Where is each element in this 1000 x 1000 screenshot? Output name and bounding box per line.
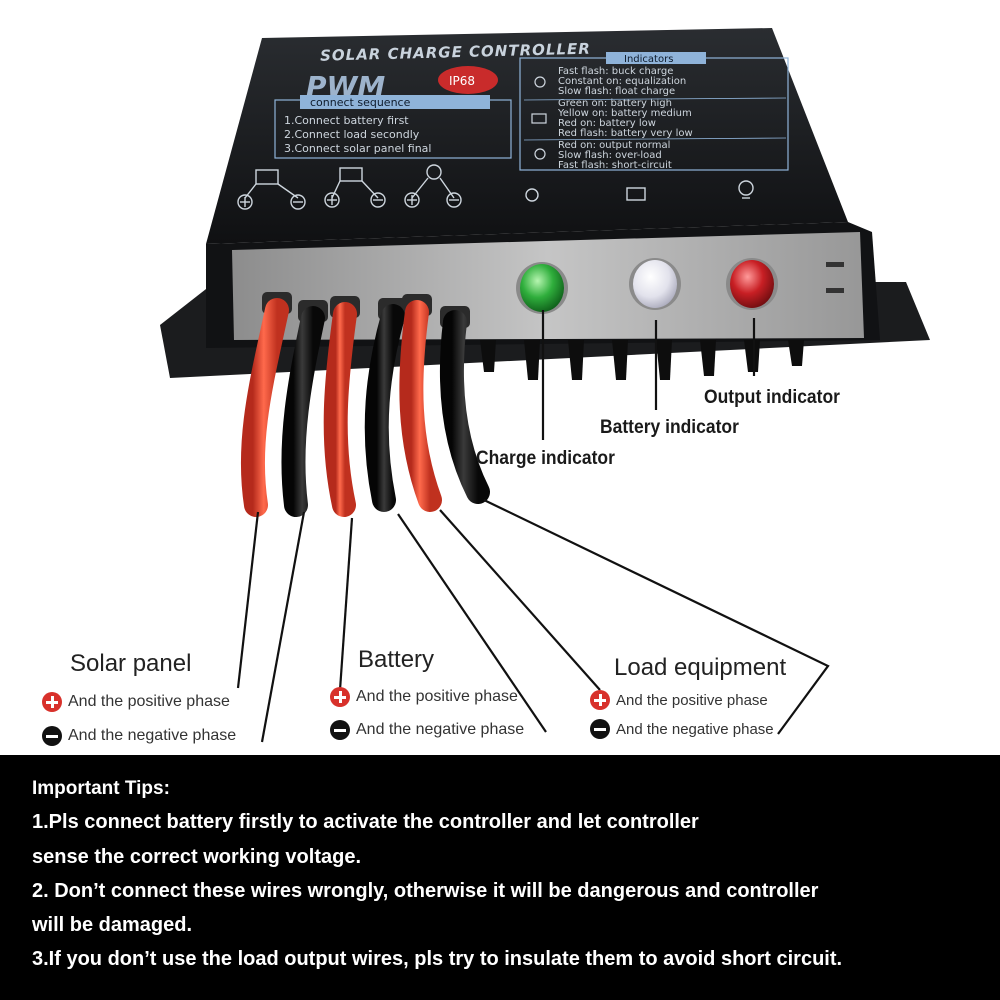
plus-icon (330, 687, 350, 707)
controller-top (206, 28, 848, 244)
battery-indicator-label: Battery indicator (600, 417, 739, 438)
battery-negative-row: And the negative phase (330, 720, 524, 740)
battery-led (629, 258, 681, 310)
battery-icon (531, 113, 547, 124)
ip68-badge (438, 66, 498, 94)
terminal-icons (244, 164, 455, 199)
important-tips-panel: Important Tips: 1.Pls connect battery fi… (0, 755, 1000, 1000)
rating-label: IP68 (449, 74, 475, 88)
minus-icon (290, 194, 306, 210)
charge-state: Constant on: equalization (558, 76, 686, 87)
solar-positive-wire (240, 298, 289, 517)
lamp-terminal-icon (426, 164, 442, 180)
minus-icon (370, 192, 386, 208)
tip-line: 2. Don’t connect these wires wrongly, ot… (32, 880, 819, 902)
indicators-header: Indicators (624, 54, 673, 65)
tip-line: will be damaged. (32, 914, 193, 936)
heat-sink-fins (480, 340, 804, 380)
plus-icon (324, 192, 340, 208)
battery-negative-wire (364, 304, 405, 512)
sequence-step: 2.Connect load secondly (284, 128, 420, 141)
output-indicator-label: Output indicator (704, 387, 840, 408)
load-state: Red on: output normal (558, 140, 670, 151)
battery-positive-wire (323, 302, 357, 517)
solar-panel-title: Solar panel (70, 650, 192, 677)
tip-line: sense the correct working voltage. (32, 846, 361, 868)
charge-led (516, 262, 568, 314)
solar-negative-wire (281, 306, 325, 517)
output-led-icon (738, 180, 754, 196)
minus-icon (446, 192, 462, 208)
minus-icon (330, 720, 350, 740)
battery-terminal-icon (339, 167, 363, 182)
sequence-header: connect sequence (310, 96, 411, 109)
phase-label: And the negative phase (616, 720, 774, 738)
load-positive-row: And the positive phase (590, 690, 768, 710)
tip-line: 3.If you don’t use the load output wires… (32, 948, 843, 970)
load-state: Slow flash: over-load (558, 150, 662, 161)
battery-title: Battery (358, 646, 435, 673)
charge-indicator-label: Charge indicator (476, 448, 615, 469)
battery-state: Red on: battery low (558, 118, 656, 129)
phase-label: And the negative phase (356, 721, 525, 738)
phase-label: And the negative phase (68, 727, 237, 744)
battery-state: Red flash: battery very low (558, 128, 693, 139)
phase-label: And the positive phase (616, 691, 768, 709)
battery-state: Yellow on: battery medium (557, 108, 692, 119)
plus-icon (42, 692, 62, 712)
battery-positive-row: And the positive phase (330, 687, 518, 707)
charge-state: Fast flash: buck charge (558, 66, 673, 77)
terminal-polarity-marks (237, 192, 462, 210)
plus-icon (404, 192, 420, 208)
load-negative-wire (439, 310, 490, 504)
charge-led-icon (525, 188, 539, 202)
controller-illustration: SOLAR CHARGE CONTROLLER PWM IP68 connect… (160, 28, 930, 743)
solar-panel-icon (255, 169, 279, 185)
tips-heading: Important Tips: (32, 778, 170, 799)
load-negative-row: And the negative phase (590, 719, 774, 739)
load-state: Fast flash: short-circuit (558, 160, 672, 171)
plus-icon (237, 194, 253, 210)
charge-state: Slow flash: float charge (558, 86, 675, 97)
output-led (726, 258, 778, 310)
plus-icon (590, 690, 610, 710)
leader-lines (236, 310, 830, 743)
load-equipment-title: Load equipment (614, 654, 787, 681)
solar-positive-row: And the positive phase (42, 692, 230, 712)
bulb-icon (534, 148, 546, 160)
phase-label: And the positive phase (68, 693, 230, 710)
load-positive-wire (399, 300, 442, 512)
minus-icon (590, 719, 610, 739)
sequence-step: 1.Connect battery first (284, 114, 409, 127)
minus-icon (42, 726, 62, 746)
sequence-step: 3.Connect solar panel final (284, 142, 431, 155)
tip-line: 1.Pls connect battery firstly to activat… (32, 811, 699, 833)
battery-led-icon (626, 187, 646, 201)
sun-icon (534, 76, 546, 88)
solar-negative-row: And the negative phase (42, 726, 236, 746)
phase-label: And the positive phase (356, 688, 518, 705)
battery-state: Green on: battery high (558, 98, 672, 109)
product-diagram: SOLAR CHARGE CONTROLLER PWM IP68 connect… (42, 28, 930, 746)
